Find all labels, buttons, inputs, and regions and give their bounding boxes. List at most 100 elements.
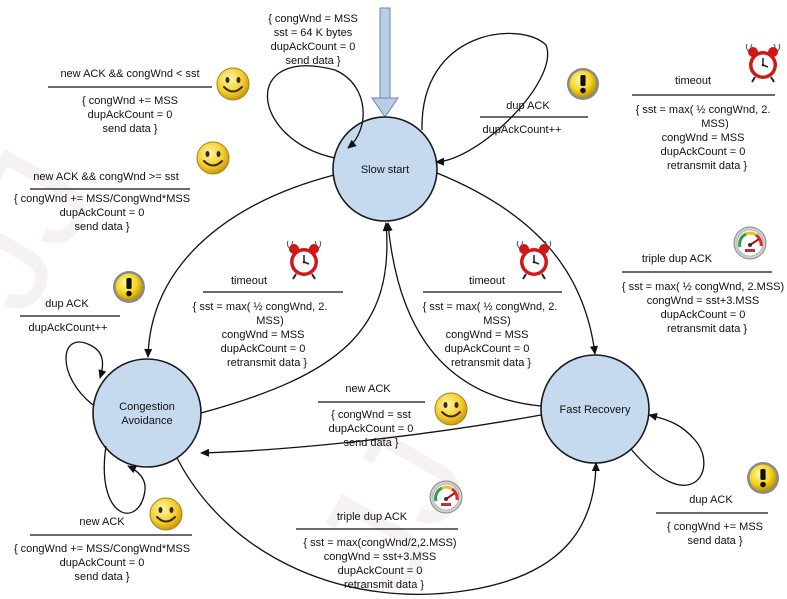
gauge-icon xyxy=(732,225,768,261)
action-line: dupAckCount = 0 xyxy=(661,309,746,321)
event-text: dup ACK xyxy=(45,298,89,310)
label-fr-to-ca: new ACK { congWnd = sst dupAckCount = 0 … xyxy=(318,383,468,449)
event-text: new ACK xyxy=(345,383,391,395)
action-line: dupAckCount = 0 xyxy=(338,565,423,577)
event-text: new ACK && congWnd >= sst xyxy=(33,171,179,183)
action-line: congWnd = MSS xyxy=(222,329,305,341)
label-fr-self-dupack: dup ACK { congWnd += MSS send data } xyxy=(656,462,779,547)
action-line: congWnd = MSS xyxy=(446,329,529,341)
action-line: congWnd = sst+3.MSS xyxy=(324,551,437,563)
label-ca-to-ss-timeout: timeout { sst = max( ½ congWnd, 2. MSS) … xyxy=(193,240,343,369)
action-line: congWnd = sst+3.MSS xyxy=(647,295,760,307)
alarm-clock-icon xyxy=(516,240,552,280)
init-action: { congWnd = MSS sst = 64 K bytes dupAckC… xyxy=(268,13,358,67)
action-line: dupAckCount = 0 xyxy=(60,557,145,569)
action-line: dupAckCount = 0 xyxy=(661,146,746,158)
event-text: dup ACK xyxy=(689,494,733,506)
arrow-fr-to-ss-timeout xyxy=(384,222,542,407)
action-line: { sst = max( ½ congWnd, 2.MSS) xyxy=(622,281,784,293)
action-line: send data } xyxy=(343,437,398,449)
arrow-ss-to-fr xyxy=(436,172,598,355)
label-ca-self-newack: new ACK { congWnd += MSS/CongWnd*MSS dup… xyxy=(14,497,192,583)
warning-icon xyxy=(567,68,599,100)
action-line: retransmit data } xyxy=(451,357,531,369)
action-line: dupAckCount = 0 xyxy=(221,343,306,355)
warning-icon xyxy=(747,462,779,494)
init-line-1: { congWnd = MSS xyxy=(268,13,358,25)
action-line: retransmit data } xyxy=(667,323,747,335)
action-line: { congWnd += MSS xyxy=(82,95,178,107)
state-fast-recovery: Fast Recovery xyxy=(540,354,650,464)
event-text: triple dup ACK xyxy=(337,511,408,523)
action-line: send data } xyxy=(687,535,742,547)
action-line: { congWnd += MSS/CongWnd*MSS xyxy=(14,193,190,205)
arrow-ca-self-newack xyxy=(103,445,146,514)
fast-recovery-label: Fast Recovery xyxy=(560,404,631,416)
initial-arrow xyxy=(371,7,399,118)
action-line: MSS) xyxy=(256,315,284,327)
action-line: dupAckCount = 0 xyxy=(88,109,173,121)
arrow-fr-to-ca xyxy=(200,414,542,457)
label-ss-self-dupack: dup ACK dupAckCount++ xyxy=(480,68,599,136)
arrow-ss-to-ca xyxy=(144,174,335,358)
init-line-3: dupAckCount = 0 xyxy=(271,41,356,53)
alarm-clock-icon xyxy=(286,240,322,280)
state-slow-start: Slow start xyxy=(332,116,438,222)
event-text: new ACK && congWnd < sst xyxy=(60,68,199,80)
init-line-2: sst = 64 K bytes xyxy=(274,27,353,39)
state-congestion-avoidance: Congestion Avoidance xyxy=(92,358,202,468)
congestion-label-2: Avoidance xyxy=(121,415,172,427)
label-ca-to-fr: triple dup ACK { sst = max(congWnd/2,2.M… xyxy=(296,479,464,591)
transition-arrows xyxy=(65,32,705,595)
action-line: dupAckCount = 0 xyxy=(445,343,530,355)
action-line: { sst = max( ½ congWnd, 2. xyxy=(636,104,771,116)
action-line: dupAckCount++ xyxy=(483,124,562,136)
action-line: send data } xyxy=(102,123,157,135)
action-line: { sst = max( ½ congWnd, 2. xyxy=(423,301,558,313)
arrow-ss-self-newack xyxy=(266,65,364,159)
event-text: timeout xyxy=(469,275,505,287)
action-line: MSS) xyxy=(701,118,729,130)
smiley-icon xyxy=(196,141,230,175)
action-line: dupAckCount++ xyxy=(29,322,108,334)
action-line: dupAckCount = 0 xyxy=(60,207,145,219)
arrow-ca-self-dupack xyxy=(65,341,107,406)
warning-icon xyxy=(113,271,145,303)
arrow-fr-self-dupack xyxy=(630,412,705,486)
arrow-ss-self-dupack xyxy=(421,32,549,166)
action-line: { sst = max(congWnd/2,2.MSS) xyxy=(303,537,456,549)
label-ss-to-ca: new ACK && congWnd >= sst { congWnd += M… xyxy=(14,141,230,233)
action-line: send data } xyxy=(74,571,129,583)
label-ss-timeout: timeout { sst = max( ½ congWnd, 2. MSS) … xyxy=(632,43,781,172)
action-line: dupAckCount = 0 xyxy=(329,423,414,435)
action-line: { congWnd += MSS/CongWnd*MSS xyxy=(14,543,190,555)
action-line: retransmit data } xyxy=(227,357,307,369)
action-line: send data } xyxy=(74,221,129,233)
event-text: timeout xyxy=(675,75,711,87)
action-line: congWnd = MSS xyxy=(662,132,745,144)
label-fr-to-ss-timeout: timeout { sst = max( ½ congWnd, 2. MSS) … xyxy=(423,240,562,369)
action-line: MSS) xyxy=(483,315,511,327)
label-ca-self-dupack: dup ACK dupAckCount++ xyxy=(20,271,145,334)
action-line: retransmit data } xyxy=(344,579,424,591)
action-line: retransmit data } xyxy=(667,160,747,172)
event-text: timeout xyxy=(231,275,267,287)
event-text: triple dup ACK xyxy=(642,253,713,265)
gauge-icon xyxy=(428,479,464,515)
label-ss-to-fr: triple dup ACK { sst = max( ½ congWnd, 2… xyxy=(622,225,784,335)
smiley-icon xyxy=(149,497,183,531)
smiley-icon xyxy=(216,67,250,101)
action-line: { congWnd = sst xyxy=(331,409,411,421)
label-ss-self-newack: new ACK && congWnd < sst { congWnd += MS… xyxy=(48,67,250,135)
action-line: { sst = max( ½ congWnd, 2. xyxy=(193,301,328,313)
arrow-ca-to-fr xyxy=(176,457,600,595)
congestion-label-1: Congestion xyxy=(119,401,175,413)
event-text: new ACK xyxy=(79,516,125,528)
event-text: dup ACK xyxy=(506,100,550,112)
alarm-clock-icon xyxy=(745,43,781,83)
action-line: { congWnd += MSS xyxy=(667,521,763,533)
slow-start-label: Slow start xyxy=(361,164,409,176)
arrow-ca-to-ss-timeout xyxy=(200,222,391,414)
init-line-4: send data } xyxy=(285,55,340,67)
